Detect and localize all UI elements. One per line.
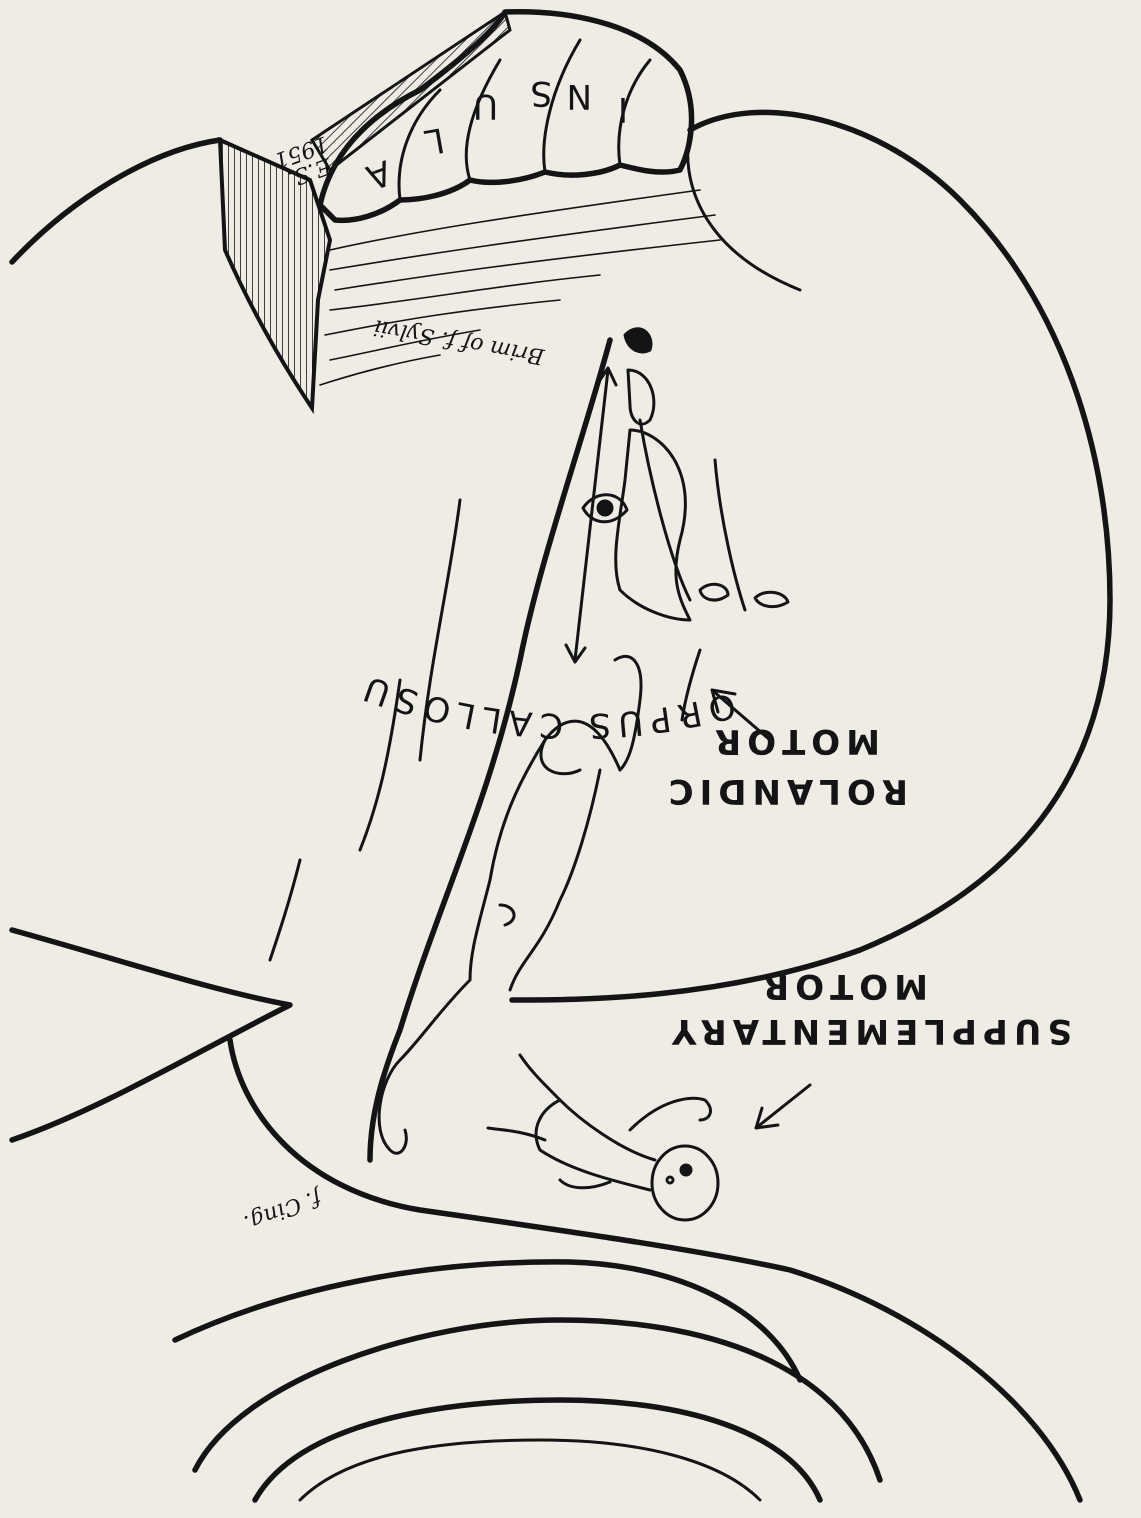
anterior-gyrus-line-3	[270, 860, 300, 960]
supplementary-arrow	[756, 1085, 810, 1128]
baby-arm-2	[560, 1180, 610, 1188]
tongue-mark	[625, 329, 651, 352]
face-outline	[616, 430, 690, 620]
insula-letter-s: S	[530, 73, 552, 113]
cingulate-sulcus	[175, 1262, 800, 1380]
rolandic-label-line2: MOTOR	[709, 721, 880, 761]
insula-letter-u: U	[473, 86, 498, 126]
baby-eye-2	[667, 1177, 673, 1183]
corpus-callosum-outer	[255, 1400, 820, 1500]
supplementary-label-line1: SUPPLEMENTARY	[666, 1011, 1072, 1051]
insula-letter-i: I	[618, 89, 628, 129]
baby-leg-1	[520, 1055, 560, 1100]
corpus-callosum-inner	[300, 1440, 760, 1500]
baby-head	[652, 1146, 718, 1220]
hemisphere-outline-right	[512, 112, 1110, 1000]
baby-arm-1	[630, 1098, 710, 1130]
interhemispheric-fissure	[12, 930, 290, 1140]
hemisphere-outline-top	[12, 140, 220, 262]
arm-body	[470, 740, 545, 980]
central-sulcus	[370, 340, 610, 1160]
brim-label: Brim of f. Sylvii	[372, 314, 547, 369]
leg	[379, 980, 470, 1153]
eye-pupil	[598, 501, 612, 515]
mouth-outline	[628, 370, 654, 424]
rolandic-label-line1: ROLANDIC	[663, 771, 908, 811]
eye-right-2	[755, 592, 788, 606]
cingulate-label: f. Cing.	[240, 1184, 326, 1236]
baby-body	[536, 1100, 655, 1190]
insula-letter-l: L	[422, 119, 448, 162]
supplementary-label-line2: MOTOR	[757, 966, 928, 1006]
knee	[500, 905, 514, 925]
insula-letter-n: N	[567, 76, 592, 116]
insula-letter-a: A	[361, 152, 397, 198]
baby-eye-1	[681, 1165, 691, 1175]
supplementary-homunculus	[488, 1055, 718, 1220]
parietal-line	[715, 460, 745, 610]
frontal-gyrus-inner	[688, 130, 800, 290]
arm-body-back	[510, 770, 600, 990]
eye-right-1	[700, 584, 728, 600]
